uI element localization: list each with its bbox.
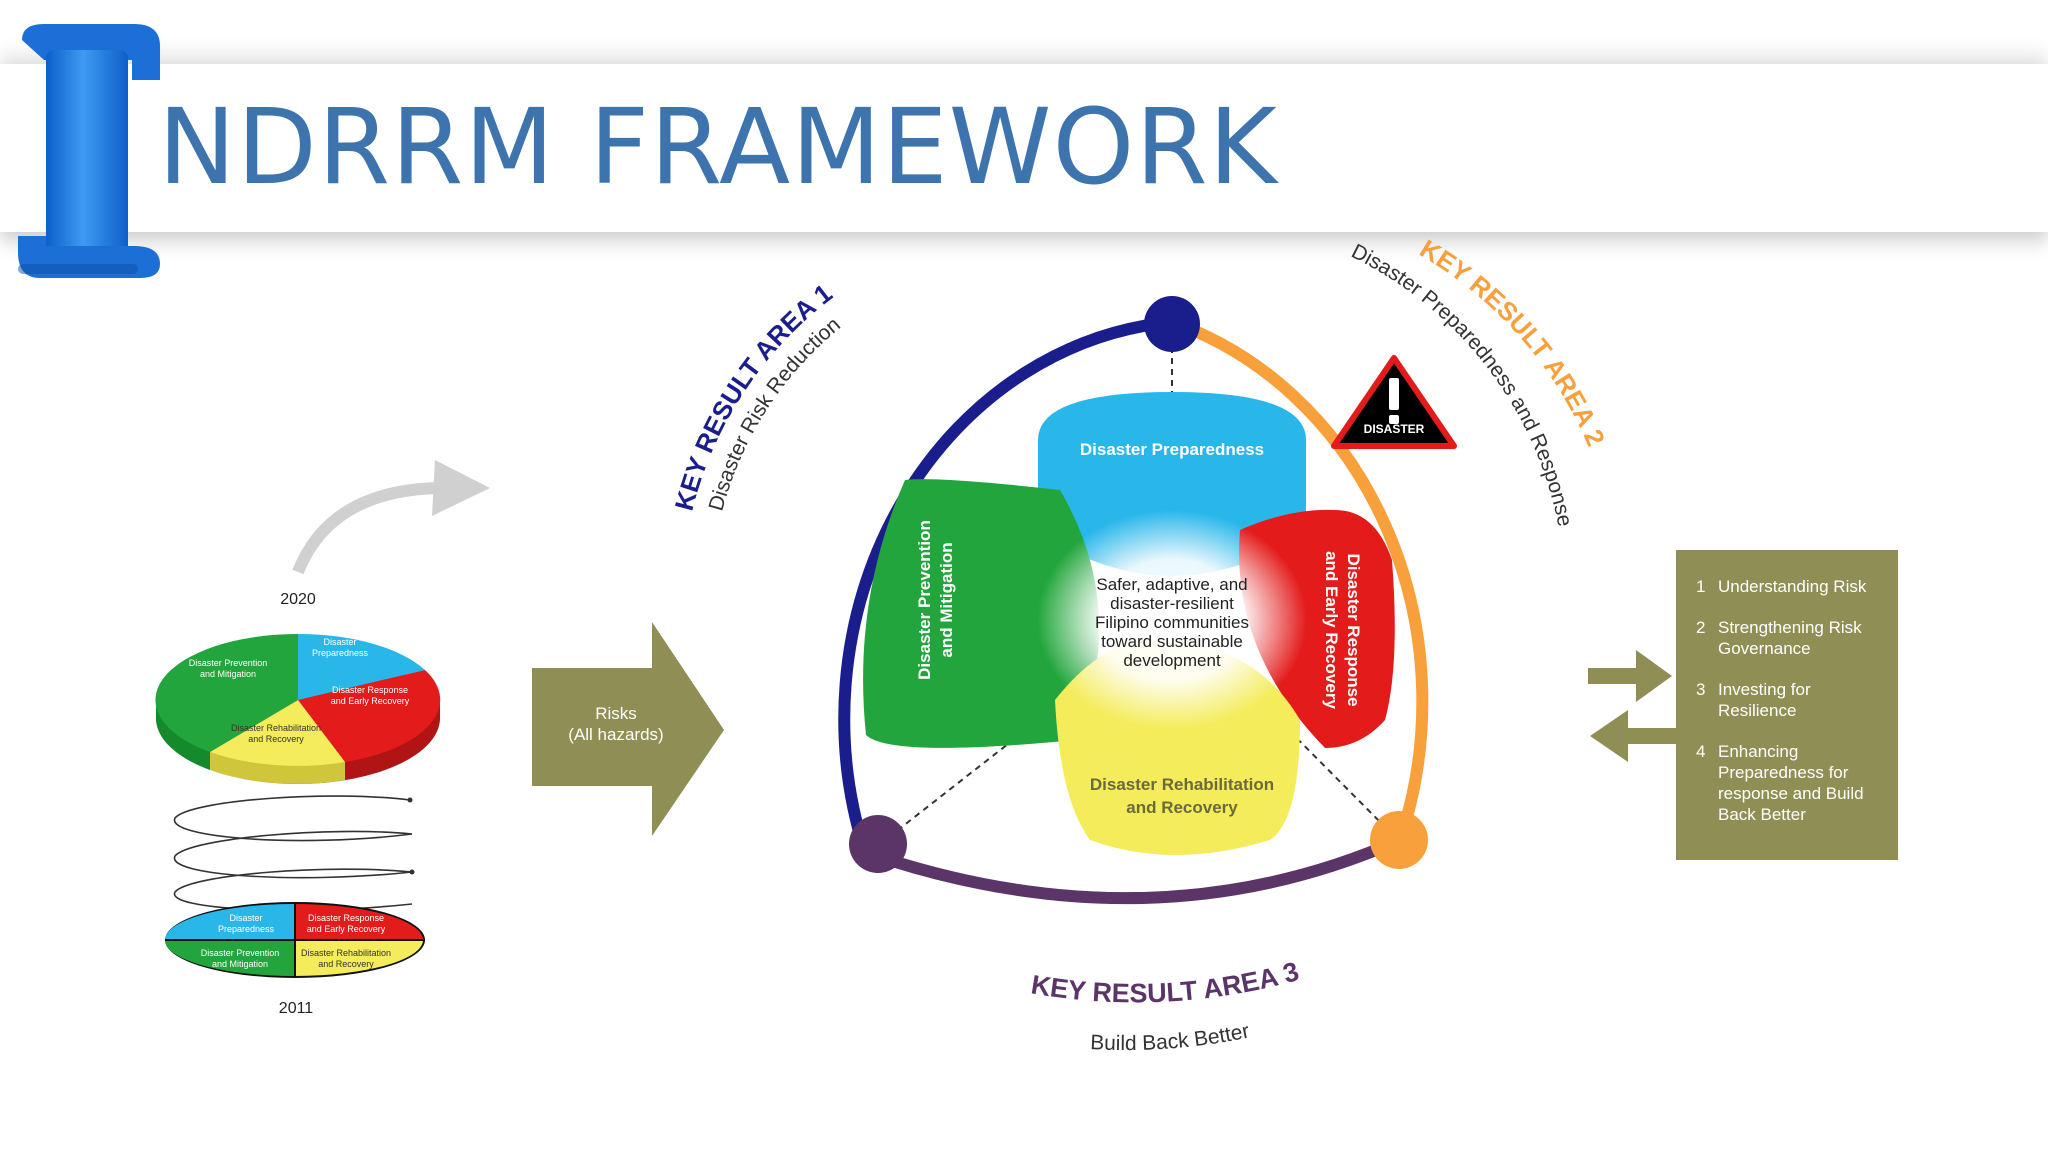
timeline-spiral	[173, 795, 413, 912]
page-title: NDRRM FRAMEWORK	[158, 86, 1278, 208]
center-text-2: disaster-resilient	[1110, 594, 1234, 613]
priority-item: 1 Understanding Risk	[1696, 576, 1878, 597]
center-glow	[1037, 510, 1307, 730]
risks-label-1: Risks	[595, 704, 637, 723]
pie2020-prep-2: Preparedness	[312, 648, 369, 658]
arrow-right-icon	[1588, 650, 1672, 702]
pie2020-prev-1: Disaster Prevention	[189, 658, 268, 668]
priority-number: 1	[1696, 577, 1706, 596]
kra1-title: KEY RESULT AREA 1	[669, 278, 838, 514]
arrow-left-icon	[1590, 710, 1676, 762]
pie2011-prev-2: and Mitigation	[212, 959, 268, 969]
petal-label-prevention-1: Disaster Prevention	[915, 520, 934, 680]
priorities-box: 1 Understanding Risk 2 Strengthening Ris…	[1676, 550, 1898, 860]
year-2011: 2011	[279, 1000, 314, 1017]
title-banner	[0, 64, 2048, 232]
priority-number: 4	[1696, 742, 1706, 761]
center-text-5: development	[1123, 651, 1221, 670]
scroll-icon	[18, 24, 160, 278]
petal-label-rehab-1: Disaster Rehabilitation	[1090, 775, 1274, 794]
priority-item: 2 Strengthening Risk Governance	[1696, 617, 1878, 659]
pie2011-rehab-2: and Recovery	[318, 959, 374, 969]
pie2020-resp-1: Disaster Response	[332, 685, 408, 695]
kra1-node	[1144, 296, 1200, 352]
petal-label-preparedness: Disaster Preparedness	[1080, 440, 1264, 459]
pie2011-prev-1: Disaster Prevention	[201, 948, 280, 958]
kra2-ring-arc	[1170, 316, 1429, 842]
kra2-node	[1370, 811, 1428, 869]
priority-text: Understanding Risk	[1718, 577, 1867, 596]
center-text-4: toward sustainable	[1101, 632, 1243, 651]
pie2011-prep-2: Preparedness	[218, 924, 275, 934]
curved-arrow-head	[432, 460, 490, 516]
priority-item: 4 Enhancing Preparedness for response an…	[1696, 741, 1878, 825]
center-text-1: Safer, adaptive, and	[1096, 575, 1247, 594]
pie2011-prep-1: Disaster	[229, 913, 262, 923]
priority-text: Enhancing Preparedness for response and …	[1718, 742, 1864, 824]
kra3-ring-arc	[863, 834, 1403, 905]
petal-label-prevention-2: and Mitigation	[937, 542, 956, 657]
kra3-subtitle: Build Back Better	[1090, 1019, 1252, 1055]
priority-number: 3	[1696, 680, 1706, 699]
priority-text: Strengthening Risk Governance	[1718, 618, 1862, 658]
priority-number: 2	[1696, 618, 1706, 637]
petal-label-response-2: and Early Recovery	[1322, 551, 1341, 709]
pie2020-prev-2: and Mitigation	[200, 669, 256, 679]
pie2011-rehab-1: Disaster Rehabilitation	[301, 948, 391, 958]
center-text-3: Filipino communities	[1095, 613, 1249, 632]
priority-item: 3 Investing for Resilience	[1696, 679, 1878, 721]
pie2011-resp-1: Disaster Response	[308, 913, 384, 923]
spiral-dot	[407, 797, 413, 803]
petal-prevention	[863, 479, 1100, 748]
pie2020-prep-1: Disaster	[323, 637, 356, 647]
pie2020-resp-2: and Early Recovery	[331, 696, 410, 706]
risks-arrow	[532, 622, 724, 836]
pie2011-resp-2: and Early Recovery	[307, 924, 386, 934]
risks-label-2: (All hazards)	[568, 725, 663, 744]
kra3-title: KEY RESULT AREA 3	[1029, 956, 1302, 1008]
pie2020-rehab-2: and Recovery	[248, 734, 304, 744]
petal-label-response-1: Disaster Response	[1344, 553, 1363, 706]
kra3-node	[849, 815, 907, 873]
pie-2011	[165, 902, 425, 978]
pie-2020	[155, 633, 441, 784]
pie2020-rehab-1: Disaster Rehabilitation	[231, 723, 321, 733]
priority-text: Investing for Resilience	[1718, 680, 1811, 720]
warning-sign-label: DISASTER	[1364, 422, 1425, 436]
petal-label-rehab-2: and Recovery	[1126, 798, 1238, 817]
spoke-line-left	[879, 675, 1096, 845]
kra2-title: KEY RESULT AREA 2	[1415, 233, 1611, 450]
year-2020: 2020	[280, 591, 316, 608]
warning-triangle-icon: DISASTER	[1331, 355, 1457, 449]
curved-arrow-icon	[292, 482, 441, 575]
spiral-dot	[409, 869, 415, 875]
